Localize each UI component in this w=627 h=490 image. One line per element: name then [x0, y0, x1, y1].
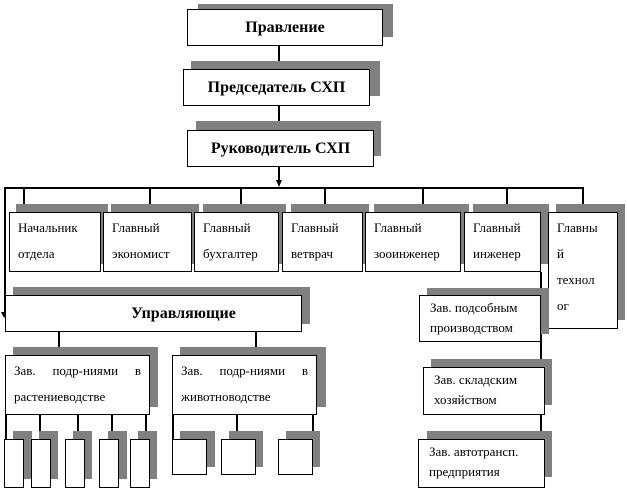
connector	[236, 415, 238, 439]
connector	[422, 187, 424, 207]
dept-box-chief-technologist[interactable]: Главны й технол ог	[548, 212, 618, 329]
sub-label: Зав. автотрансп.	[429, 444, 519, 459]
arrow-icon	[276, 180, 282, 187]
dept-label: инженер	[473, 246, 521, 261]
connector	[77, 415, 79, 439]
connector	[278, 106, 280, 126]
connector	[149, 187, 151, 207]
dept-label: ветврач	[291, 246, 333, 261]
plant-head-label: растениеводстве	[14, 389, 106, 404]
animal-head-label: Зав. подр-ниями в	[181, 363, 308, 378]
dept-label: Начальник	[18, 220, 78, 235]
dept-box-head-of-department[interactable]: Начальник отдела	[9, 212, 101, 272]
animal-unit-box[interactable]	[278, 439, 313, 475]
sub-label: предприятия	[429, 464, 500, 479]
sub-label: производством	[430, 320, 513, 335]
plant-unit-box[interactable]	[65, 439, 85, 488]
chairman-box[interactable]: Председатель СХП	[183, 69, 370, 106]
dept-box-chief-engineer[interactable]: Главный инженер	[464, 212, 541, 272]
managers-box[interactable]: Управляющие	[5, 295, 302, 332]
animal-unit-box[interactable]	[172, 439, 207, 475]
bus-line	[278, 187, 583, 189]
board-label: Правление	[245, 18, 325, 36]
chairman-label: Председатель СХП	[207, 78, 346, 96]
dept-label: Главный	[374, 220, 422, 235]
connector	[324, 187, 326, 207]
sub-label: Зав. складским	[434, 372, 518, 387]
connector	[278, 167, 280, 185]
animal-head-box[interactable]: Зав. подр-ниями в животноводстве	[172, 355, 317, 415]
animal-head-label: животноводстве	[181, 389, 271, 404]
bus-left-edge	[4, 187, 6, 317]
managers-label: Управляющие	[131, 304, 236, 322]
connector	[506, 187, 508, 207]
connector	[111, 415, 113, 439]
plant-unit-box[interactable]	[31, 439, 51, 488]
dept-box-chief-zootechnician[interactable]: Главный зооинженер	[365, 212, 461, 272]
connector	[58, 332, 60, 352]
dept-label: Главный	[112, 220, 160, 235]
dept-label: зооинженер	[374, 246, 440, 261]
sub-box-motor-transport[interactable]: Зав. автотрансп. предприятия	[418, 439, 545, 488]
dept-box-chief-economist[interactable]: Главный экономист	[103, 212, 192, 272]
sub-box-aux-production[interactable]: Зав. подсобным производством	[419, 295, 541, 342]
animal-unit-box[interactable]	[221, 439, 256, 475]
head-box[interactable]: Руководитель СХП	[187, 130, 374, 167]
board-box[interactable]: Правление	[187, 9, 383, 46]
head-label: Руководитель СХП	[210, 139, 351, 157]
dept-box-chief-vet[interactable]: Главный ветврач	[282, 212, 363, 272]
plant-unit-box[interactable]	[4, 439, 24, 488]
connector	[312, 415, 314, 439]
connector	[145, 415, 147, 439]
connector	[39, 415, 41, 439]
bus-line	[4, 187, 284, 189]
dept-label: отдела	[18, 246, 55, 261]
dept-label: экономист	[112, 246, 170, 261]
sub-label: хозяйством	[434, 392, 497, 407]
sub-label: Зав. подсобным	[430, 300, 518, 315]
dept-label: Главный	[473, 220, 521, 235]
connector	[255, 332, 257, 352]
connector	[278, 46, 280, 66]
dept-label: Главный	[203, 220, 251, 235]
dept-label: технол	[557, 272, 595, 287]
plant-head-label: Зав. подр-ниями в	[14, 363, 141, 378]
dept-box-chief-accountant[interactable]: Главный бухгалтер	[194, 212, 279, 272]
dept-label: Главный	[291, 220, 339, 235]
dept-label: й	[557, 246, 564, 261]
dept-label: Главны	[557, 220, 598, 235]
connector	[240, 187, 242, 207]
plant-head-box[interactable]: Зав. подр-ниями в растениеводстве	[5, 355, 150, 415]
plant-unit-box[interactable]	[99, 439, 119, 488]
connector	[5, 415, 7, 439]
connector	[172, 415, 174, 439]
sub-box-warehouse[interactable]: Зав. складским хозяйством	[423, 367, 545, 415]
connector	[23, 187, 25, 207]
plant-unit-box[interactable]	[130, 439, 150, 488]
dept-label: ог	[557, 298, 569, 313]
connector	[582, 187, 584, 207]
dept-label: бухгалтер	[203, 246, 258, 261]
